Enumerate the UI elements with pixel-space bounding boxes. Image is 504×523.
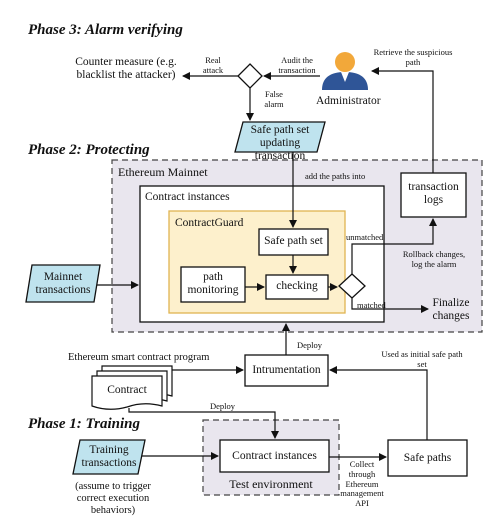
- rollback-label: Rollback changes, log the alarm: [402, 249, 466, 269]
- instrumentation-label: Intrumentation: [252, 364, 321, 376]
- real-attack-label: Real attack: [202, 55, 224, 75]
- contract-instances-label: Contract instances: [145, 191, 230, 203]
- ethereum-mainnet-label: Ethereum Mainnet: [118, 165, 208, 179]
- path-monitoring-label: path monitoring: [187, 271, 239, 297]
- deploy-upper-label: Deploy: [297, 340, 323, 350]
- add-paths-label: add the paths into: [305, 171, 366, 181]
- test-contract-instances-box: [219, 439, 330, 473]
- used-as-initial-label: Used as initial safe path set: [381, 349, 463, 369]
- contract-document-stack: [91, 365, 173, 410]
- phase2-heading: Phase 2: Protecting: [28, 142, 150, 158]
- administrator-icon: [322, 52, 368, 90]
- deploy-lower-label: Deploy: [210, 401, 236, 411]
- contract-label: Contract: [107, 384, 147, 396]
- training-transactions-parallelogram: [72, 439, 146, 475]
- matched-label: matched: [357, 300, 386, 310]
- safe-path-update-label: Safe path set updating transaction: [250, 124, 310, 163]
- unmatched-label: unmatched: [346, 232, 384, 242]
- transaction-logs-label: transaction logs: [408, 181, 459, 207]
- test-environment-label: Test environment: [229, 477, 313, 491]
- retrieve-path-label: Retrieve the suspicious path: [373, 47, 453, 67]
- safe-paths-label: Safe paths: [403, 452, 452, 464]
- collect-label: Collect through Ethereum management API: [340, 459, 384, 509]
- edge-matched: [351, 298, 429, 313]
- checking-label: checking: [276, 280, 318, 292]
- phase1-heading: Phase 1: Training: [28, 416, 140, 432]
- mainnet-transactions-label: Mainnet transactions: [35, 271, 91, 297]
- edge-deploy-lower: [128, 408, 279, 439]
- instrumentation-box: [244, 354, 329, 387]
- transaction-logs-box: [400, 172, 467, 218]
- false-alarm-label: False alarm: [264, 89, 284, 109]
- alarm-decision-diamond: [237, 63, 263, 89]
- counter-measure-label: Counter measure (e.g. blacklist the atta…: [75, 56, 177, 82]
- mainnet-transactions-parallelogram: [25, 264, 101, 303]
- phase3-heading: Phase 3: Alarm verifying: [28, 22, 183, 38]
- training-transactions-label: Training transactions: [81, 444, 137, 470]
- safe-path-update-parallelogram: [234, 121, 326, 153]
- finalize-changes-label: Finalize changes: [432, 297, 470, 323]
- safe-paths-box: [387, 439, 468, 477]
- training-note-label: (assume to trigger correct execution beh…: [75, 481, 151, 517]
- edge-unmatched: [351, 218, 437, 274]
- administrator-label: Administrator: [316, 95, 381, 107]
- edge-initial-safepath: [329, 366, 428, 440]
- test-contract-instances-label: Contract instances: [232, 450, 317, 462]
- safe-path-set-label: Safe path set: [264, 235, 323, 247]
- ethereum-program-label: Ethereum smart contract program: [68, 352, 210, 363]
- audit-transaction-label: Audit the transaction: [278, 55, 316, 75]
- contractguard-label: ContractGuard: [175, 217, 244, 229]
- path-monitoring-box: [180, 266, 246, 303]
- edge-retrieve: [371, 67, 434, 173]
